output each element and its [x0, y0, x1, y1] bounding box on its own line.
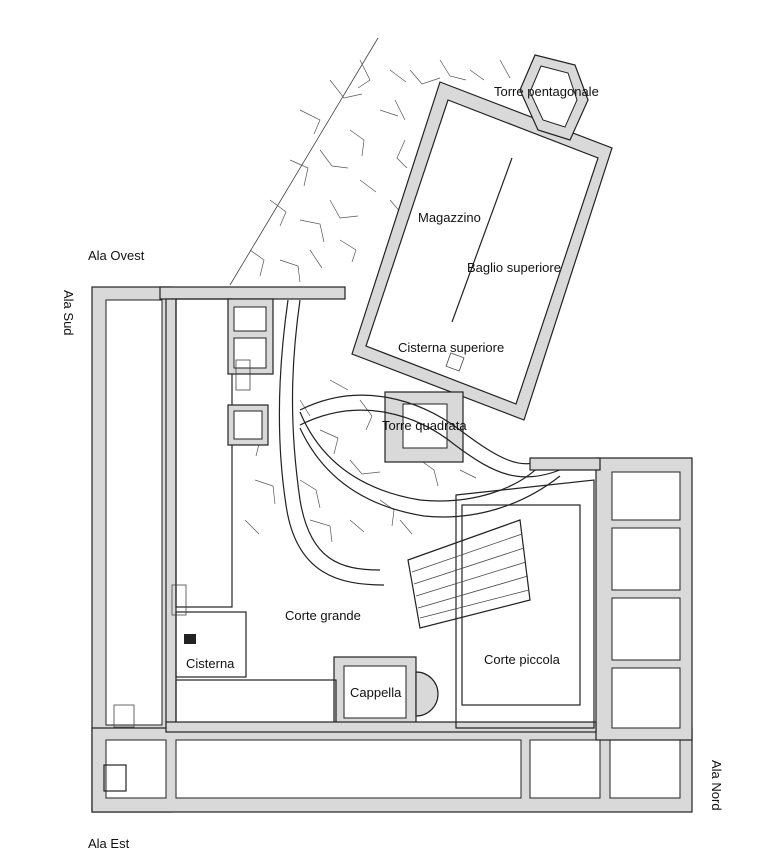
cliff-edge-line [229, 37, 379, 286]
main-building-walls [91, 286, 693, 813]
label-ala-ovest: Ala Ovest [88, 248, 145, 263]
label-cisterna: Cisterna [186, 656, 235, 671]
label-magazzino: Magazzino [418, 210, 481, 225]
label-torre-quadrata: Torre quadrata [382, 418, 467, 433]
label-ala-nord: Ala Nord [709, 760, 724, 811]
access-ramp [278, 299, 561, 586]
upper-bailey-structure [351, 54, 613, 463]
label-baglio-superiore: Baglio superiore [467, 260, 561, 275]
label-cisterna-superiore: Cisterna superiore [398, 340, 504, 355]
label-corte-grande: Corte grande [285, 608, 361, 623]
label-torre-pentagonale: Torre pentagonale [494, 84, 599, 99]
label-ala-est: Ala Est [88, 836, 130, 851]
label-cappella: Cappella [350, 685, 402, 700]
label-ala-sud: Ala Sud [61, 290, 76, 336]
label-corte-piccola: Corte piccola [484, 652, 561, 667]
